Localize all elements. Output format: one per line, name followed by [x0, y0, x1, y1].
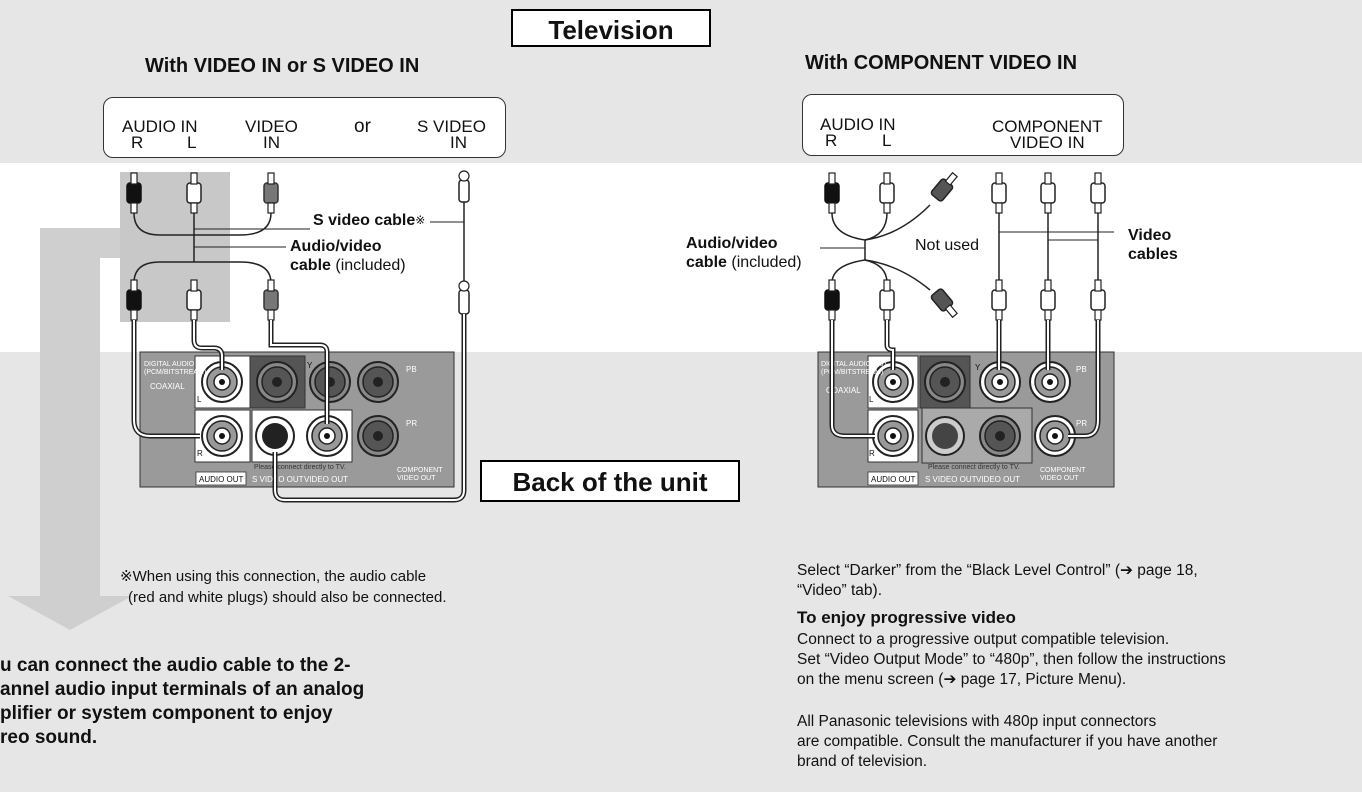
left-svideo-in-label: IN [450, 133, 467, 152]
left-heading: With VIDEO IN or S VIDEO IN [145, 55, 420, 77]
right-video-in-label: VIDEO IN [1010, 133, 1085, 152]
left-top-plug-video [263, 172, 279, 214]
right-audio-in-label: AUDIO IN [820, 115, 896, 134]
svg-text:L: L [197, 395, 202, 404]
left-l-label: L [187, 133, 197, 152]
left-audio-in-label: AUDIO IN [122, 117, 198, 136]
svg-text:AUDIO OUT: AUDIO OUT [199, 475, 244, 484]
left-bottom-plug-video [263, 279, 279, 321]
left-video-label: VIDEO [245, 117, 298, 136]
left-video-in-label: IN [263, 133, 280, 152]
panasonic-text: All Panasonic televisions with 480p inpu… [797, 713, 1218, 770]
left-tv-panel [103, 97, 506, 158]
svg-text:S VIDEO OUT: S VIDEO OUT [925, 475, 977, 484]
left-bottom-plug-white [186, 279, 202, 321]
right-tv-panel [802, 94, 1124, 156]
svg-text:(PCM/BITSTREAM): (PCM/BITSTREAM) [144, 369, 206, 376]
progressive-heading: To enjoy progressive video [797, 608, 1016, 627]
svg-text:Please connect directly to TV.: Please connect directly to TV. [254, 464, 346, 471]
right-component-label: COMPONENT [992, 117, 1103, 136]
left-or-label: or [354, 116, 371, 137]
svg-text:VIDEO OUT: VIDEO OUT [976, 475, 1020, 484]
svg-text:VIDEO OUT: VIDEO OUT [1040, 475, 1079, 482]
left-av-cable-label: Audio/video cable (included) [290, 238, 406, 274]
svg-text:COAXIAL: COAXIAL [150, 382, 185, 391]
progressive-text: Connect to a progressive output compatib… [797, 631, 1226, 688]
left-r-label: R [131, 133, 144, 152]
down-arrow [8, 228, 132, 630]
svg-text:PR: PR [406, 419, 417, 428]
svg-text:VIDEO OUT: VIDEO OUT [397, 475, 436, 482]
analog-amp-note: u can connect the audio cable to the 2- … [0, 655, 365, 748]
svg-text:VIDEO OUT: VIDEO OUT [304, 475, 348, 484]
right-r-label: R [825, 131, 838, 150]
left-top-svideo-plug [458, 179, 470, 203]
svg-text:PB: PB [406, 365, 417, 374]
svg-text:PR: PR [1076, 419, 1087, 428]
right-av-cable-label: Audio/video cable (included) [686, 235, 802, 271]
svg-text:(PCM/BITSTREAM): (PCM/BITSTREAM) [821, 369, 883, 376]
svg-text:COAXIAL: COAXIAL [826, 386, 861, 395]
svg-text:PB: PB [1076, 365, 1087, 374]
back-of-unit-label: Back of the unit [480, 460, 740, 502]
s-video-note: ※When using this connection, the audio c… [120, 568, 447, 606]
svg-text:L: L [869, 395, 874, 404]
svg-text:COMPONENT: COMPONENT [1040, 467, 1086, 474]
svg-text:R: R [197, 449, 203, 458]
svg-text:R: R [869, 449, 875, 458]
black-level-text: Select “Darker” from the “Black Level Co… [797, 562, 1198, 599]
right-l-label: L [882, 131, 892, 150]
svg-text:AUDIO OUT: AUDIO OUT [871, 475, 916, 484]
s-video-cable-label: S video cable※ [313, 212, 426, 229]
svg-text:S VIDEO OUT: S VIDEO OUT [252, 475, 304, 484]
svg-text:Y: Y [975, 363, 981, 372]
svg-text:COMPONENT: COMPONENT [397, 467, 443, 474]
left-svideo-label: S VIDEO [417, 117, 486, 136]
not-used-label: Not used [915, 236, 980, 255]
svg-text:Y: Y [307, 361, 313, 370]
left-top-plug-white [186, 172, 202, 214]
svg-text:DIGITAL AUDIO OUT: DIGITAL AUDIO OUT [821, 361, 889, 368]
svg-text:Please connect directly to TV.: Please connect directly to TV. [928, 464, 1020, 471]
television-title: Television [511, 9, 711, 47]
left-unit-digital-label: DIGITAL AUDIO OUT [144, 361, 212, 368]
left-top-plug-red [126, 172, 142, 214]
left-bottom-plug-red [126, 279, 142, 321]
right-heading: With COMPONENT VIDEO IN [805, 52, 1078, 74]
